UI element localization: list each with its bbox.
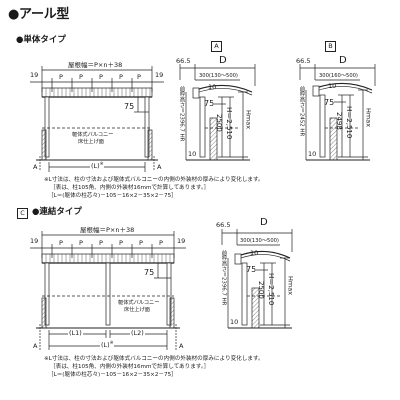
h-2510: H＝2,510 — [267, 273, 275, 306]
front-view-linked — [30, 231, 186, 350]
dim-75: 75 — [124, 102, 135, 111]
note-1-line-2: ［表は、柱105角、内側の外装材16mmで計算してあります。］ — [50, 185, 210, 191]
depth-d: D — [260, 217, 268, 228]
hmax-label: Hmax — [244, 110, 253, 130]
roof-width-label: 屋根幅＝P×n＋38 — [68, 61, 123, 69]
p-label: P — [159, 239, 163, 247]
balcony-label: 躯体式バルコニー — [118, 300, 160, 306]
beam-height-label: 前枠高さ＝2396.7 HR — [220, 250, 227, 306]
hmax-label: Hmax — [364, 108, 373, 128]
p-label: P — [99, 239, 103, 247]
dim-2500: 2500 — [257, 281, 265, 299]
edge-left-19: 19 — [30, 71, 39, 79]
front-view-single — [30, 66, 164, 172]
dim-2500: 2500 — [215, 114, 223, 132]
page-title: ●アール型 — [8, 7, 70, 22]
dim-75: 75 — [204, 99, 215, 108]
p-label: P — [59, 239, 63, 247]
range-label: 300(130～500) — [240, 238, 279, 244]
note-2-line-2: ［表は、柱105角、内側の外装材16mmで計算してあります。］ — [50, 364, 210, 370]
section-view-c — [221, 229, 293, 329]
edge-right-19: 19 — [155, 71, 164, 79]
p-label: P — [119, 73, 123, 81]
range-label: 300(130～500) — [199, 73, 238, 79]
h-2510: H＝2,510 — [345, 106, 353, 139]
dim-75: 75 — [246, 265, 257, 274]
p-label: P — [139, 239, 143, 247]
p-label: P — [119, 239, 123, 247]
base-10: 10 — [188, 150, 197, 158]
single-type-subtitle: ●単体タイプ — [16, 35, 66, 45]
base-10: 10 — [308, 150, 317, 158]
section-marker-a-right: A — [179, 342, 184, 350]
p-label: P — [59, 73, 63, 81]
l-dimension-label: (L)※ — [90, 162, 105, 170]
depth-d: D — [339, 55, 347, 66]
section-view-b — [299, 64, 376, 161]
range-label: 300(160～500) — [319, 73, 358, 79]
h-2510: H＝2,510 — [225, 107, 233, 140]
note-1-line-3: ［L＝(躯体の柱芯々)－105－16×2－35×2－75］ — [48, 193, 177, 199]
dim-2498: 2498 — [335, 112, 343, 130]
overhang-66-5: 66.5 — [216, 221, 231, 229]
section-marker-a-right: A — [157, 163, 162, 171]
dim-10: 10 — [208, 83, 217, 91]
note-1-line-1: ※L寸法は、柱の寸法および躯体式バルコニーの内側の外装材の厚みにより変化します。 — [44, 177, 264, 183]
section-marker-a-left: A — [33, 163, 38, 171]
overhang-66-5: 66.5 — [296, 57, 311, 65]
l-dimension-label: (L)※ — [100, 341, 115, 349]
edge-right-19: 19 — [177, 237, 186, 245]
beam-height-label: 前枠高さ＝2396.7 HR — [178, 86, 185, 142]
base-10: 10 — [230, 318, 239, 326]
section-label-b: B — [325, 41, 336, 52]
dim-10: 10 — [250, 249, 259, 257]
note-2-line-1: ※L寸法は、柱の寸法および躯体式バルコニーの内側の外装材の厚みにより変化します。 — [44, 356, 264, 362]
dim-75: 75 — [324, 98, 335, 107]
section-marker-a-left: A — [33, 342, 38, 350]
section-label-a: A — [211, 41, 222, 52]
linked-type-subtitle: ●連結タイプ — [32, 207, 82, 217]
depth-d: D — [219, 55, 227, 66]
dim-10: 10 — [328, 82, 337, 90]
balcony-label: 躯体式バルコニー — [72, 132, 114, 138]
roof-width-label: 屋根幅＝P×n＋38 — [80, 226, 135, 234]
overhang-66-5: 66.5 — [176, 57, 191, 65]
note-2-line-3: ［L＝(躯体の柱芯々)－105－16×2－35×2－75］ — [48, 372, 177, 378]
l1-dimension-label: (L1) — [68, 329, 83, 337]
hmax-label: Hmax — [286, 276, 295, 296]
p-label: P — [79, 239, 83, 247]
l2-dimension-label: (L2) — [130, 329, 145, 337]
floor-finish-label: 床仕上げ面 — [124, 307, 150, 313]
section-label-c: C — [17, 208, 28, 219]
floor-finish-label: 床仕上げ面 — [78, 139, 104, 145]
beam-height-label: 前枠高さ＝2452 HR — [298, 86, 305, 137]
edge-left-19: 19 — [30, 237, 39, 245]
section-view-a — [179, 64, 256, 161]
p-label: P — [137, 73, 141, 81]
dim-75: 75 — [144, 268, 155, 277]
p-label: P — [99, 73, 103, 81]
p-label: P — [79, 73, 83, 81]
